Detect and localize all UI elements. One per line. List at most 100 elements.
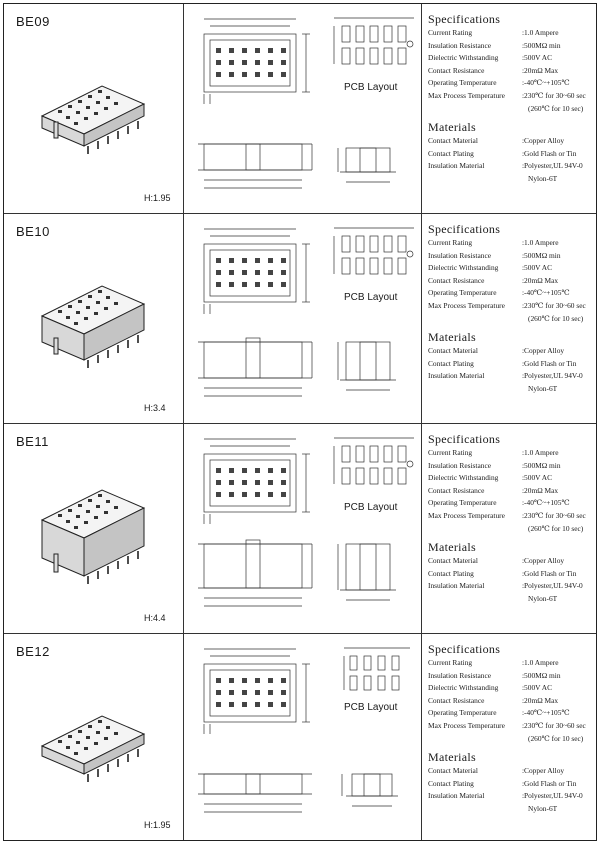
specs-panel: Specifications Current Rating:1.0 Ampere… <box>428 642 594 816</box>
specifications-cell: Specifications Current Rating:1.0 Ampere… <box>422 214 596 423</box>
spec-value: :500MΩ min <box>522 670 561 680</box>
material-key: Insulation Material <box>428 161 485 171</box>
spec-row: (260℃ for 10 sec) <box>428 733 594 746</box>
spec-row: Insulation Resistance:500MΩ min <box>428 670 594 683</box>
spec-row: Max Process Temperature:230℃ for 30~60 s… <box>428 720 594 733</box>
specifications-title: Specifications <box>428 432 501 446</box>
specs-panel: Specifications Current Rating :1.0 Ampere… <box>428 12 594 186</box>
spec-value: :20mΩ Max <box>522 485 559 495</box>
spec-row: Max Process Temperature:230℃ for 30~60 s… <box>428 90 594 103</box>
product-block: BE09 H:1.95 <box>4 4 596 214</box>
material-key: Contact Material <box>428 766 478 776</box>
spec-value: :20mΩ Max <box>522 695 559 705</box>
material-value: :Gold Flash or Tin <box>522 358 577 368</box>
pcb-layout-label: PCB Layout <box>344 292 398 303</box>
material-value: Nylon-6T <box>528 593 558 603</box>
material-key: Contact Plating <box>428 148 474 158</box>
spec-value: :-40℃~+105℃ <box>522 78 570 88</box>
spec-value: :230℃ for 30~60 sec <box>522 510 586 520</box>
spec-key: Dielectric Withstanding <box>428 263 499 273</box>
spec-row: Contact Resistance :20mΩ Max <box>428 65 594 78</box>
spec-value: :20mΩ Max <box>522 65 559 75</box>
spec-value: (260℃ for 10 sec) <box>528 103 584 113</box>
material-row: Contact Material :Copper Alloy <box>428 555 594 568</box>
spec-row: Operating Temperature :-40℃~+105℃ <box>428 497 594 510</box>
spec-value: :1.0 Ampere <box>522 238 559 247</box>
technical-drawing <box>198 17 414 189</box>
product-image-cell: BE11 H:4.4 <box>4 424 184 633</box>
material-value: :Copper Alloy <box>522 766 565 776</box>
material-row: Insulation Material :Polyester,UL 94V-0 <box>428 160 594 173</box>
material-key: Contact Material <box>428 556 478 566</box>
spec-key: Dielectric Withstanding <box>428 473 499 483</box>
spec-key: Max Process Temperature <box>428 510 505 520</box>
pcb-layout-label: PCB Layout <box>344 702 398 713</box>
material-value: :Copper Alloy <box>522 556 565 566</box>
model-number: BE09 <box>16 14 50 29</box>
spec-key: Contact Resistance <box>428 65 485 75</box>
material-row: Insulation Material:Polyester,UL 94V-0 <box>428 790 594 803</box>
spec-value: :20mΩ Max <box>522 275 559 285</box>
spec-row: Current Rating :1.0 Ampere <box>428 27 594 40</box>
spec-row: Current Rating:1.0 Ampere <box>428 447 594 460</box>
spec-value: (260℃ for 10 sec) <box>528 733 584 743</box>
material-row: Nylon-6T <box>428 803 594 816</box>
spec-value: :230℃ for 30~60 sec <box>522 300 586 310</box>
material-value: Nylon-6T <box>528 383 558 393</box>
specifications-title: Specifications <box>428 642 501 656</box>
materials-title: Materials <box>428 750 477 765</box>
spec-row: (260℃ for 10 sec) <box>428 103 594 116</box>
material-value: :Polyester,UL 94V-0 <box>522 581 583 591</box>
product-block: BE11 H:4.4 <box>4 424 596 634</box>
spec-key: Max Process Temperature <box>428 90 505 100</box>
spec-key: Contact Resistance <box>428 275 485 285</box>
technical-drawing-cell: PCB Layout <box>184 4 422 213</box>
material-value: :Polyester,UL 94V-0 <box>522 161 583 171</box>
technical-drawing-cell: PCB Layout <box>184 634 422 840</box>
spec-row: Current Rating:1.0 Ampere <box>428 237 594 250</box>
material-row: Contact Material:Copper Alloy <box>428 135 594 148</box>
spec-key: Operating Temperature <box>428 498 497 508</box>
spec-row: Dielectric Withstanding:500V AC <box>428 682 594 695</box>
spec-row: Contact Resistance:20mΩ Max <box>428 695 594 708</box>
material-row: Contact Material:Copper Alloy <box>428 345 594 358</box>
material-value: :Gold Flash or Tin <box>522 148 577 158</box>
spec-row: Max Process Temperature :230℃ for 30~60 s… <box>428 510 594 523</box>
material-value: :Copper Alloy <box>522 346 565 356</box>
connector-illustration <box>40 285 146 368</box>
material-row: Contact Plating :Gold Flash or Tin <box>428 148 594 161</box>
technical-drawing-cell: PCB Layout <box>184 214 422 423</box>
spec-value: :500V AC <box>522 473 553 483</box>
connector-illustration <box>40 85 146 154</box>
spec-row: (260℃ for 10 sec) <box>428 523 594 536</box>
spec-key: Insulation Resistance <box>428 460 492 470</box>
spec-value: :1.0 Ampere <box>522 28 559 37</box>
material-value: Nylon-6T <box>528 173 558 183</box>
spec-value: :500MΩ min <box>522 250 561 260</box>
spec-row: Operating Temperature :-40℃~+105℃ <box>428 77 594 90</box>
spec-row: (260℃ for 10 sec) <box>428 313 594 326</box>
spec-value: (260℃ for 10 sec) <box>528 523 584 533</box>
material-row: Nylon-6T <box>428 173 594 186</box>
specifications-title: Specifications <box>428 12 501 26</box>
material-value: :Gold Flash or Tin <box>522 568 577 578</box>
model-number: BE12 <box>16 644 50 659</box>
material-key: Contact Plating <box>428 568 474 578</box>
height-label: H:1.95 <box>144 193 171 203</box>
height-label: H:4.4 <box>144 613 166 623</box>
technical-drawing <box>198 437 414 607</box>
material-key: Insulation Material <box>428 581 485 591</box>
spec-key: Current Rating <box>428 28 473 37</box>
height-label: H:3.4 <box>144 403 166 413</box>
material-row: Contact Plating :Gold Flash or Tin <box>428 358 594 371</box>
specifications-cell: Specifications Current Rating:1.0 Ampere… <box>422 634 596 840</box>
spec-key: Operating Temperature <box>428 78 497 88</box>
spec-row: Dielectric Withstanding:500V AC <box>428 52 594 65</box>
spec-value: :-40℃~+105℃ <box>522 498 570 508</box>
spec-key: Insulation Resistance <box>428 250 492 260</box>
spec-key: Current Rating <box>428 658 473 667</box>
spec-value: :500V AC <box>522 683 553 693</box>
product-block: BE10 H:3.4 <box>4 214 596 424</box>
material-key: Contact Plating <box>428 358 474 368</box>
spec-row: Operating Temperature:-40℃~+105℃ <box>428 287 594 300</box>
